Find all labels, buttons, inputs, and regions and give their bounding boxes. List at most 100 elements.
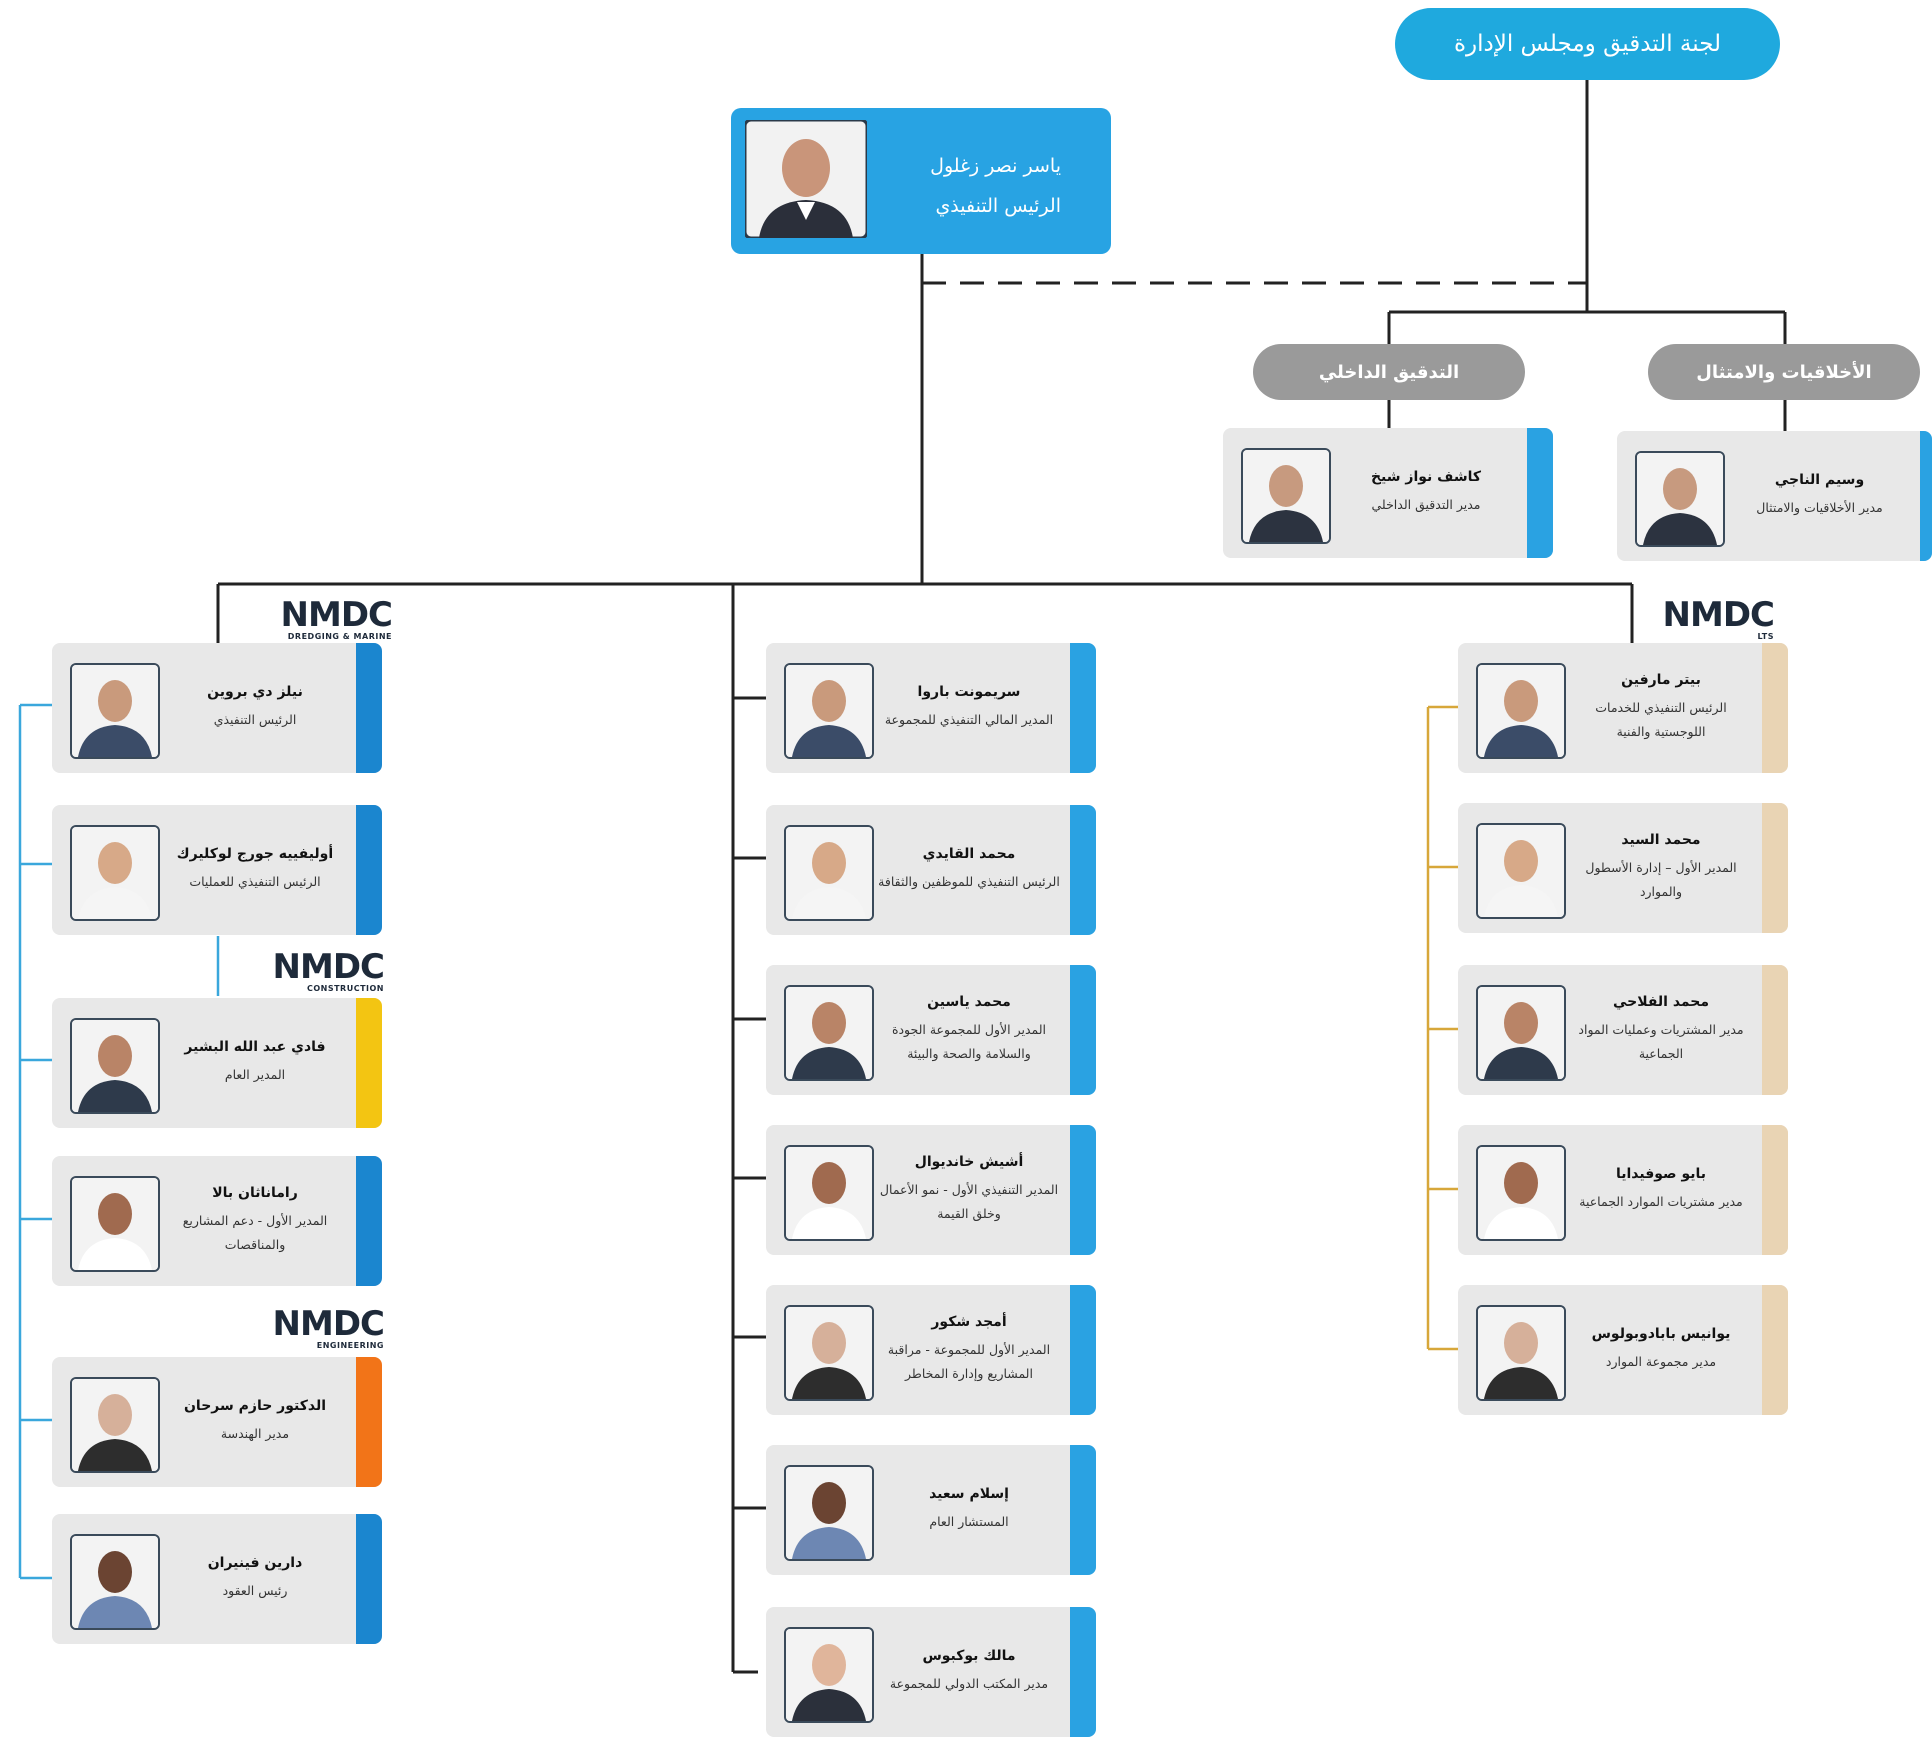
person-card: راماناثان بالا المدير الأول - دعم المشاري…	[52, 1156, 382, 1286]
person-card: أشيش خانديوال المدير التنفيذي الأول - نمو…	[766, 1125, 1096, 1255]
person-card: نيلز دي بروين الرئيس التنفيذي	[52, 643, 382, 773]
card-accent-bar	[1070, 805, 1096, 935]
ceo-photo-icon	[743, 118, 869, 240]
card-accent-bar	[356, 805, 382, 935]
person-photo-icon	[70, 1018, 160, 1114]
person-role: الرئيس التنفيذي	[213, 712, 297, 727]
person-photo-icon	[784, 825, 874, 921]
person-role: مدير المكتب الدولي للمجموعة	[889, 1676, 1049, 1691]
person-card: محمد الفلاحي مدير المشتريات وعمليات الموا…	[1458, 965, 1788, 1095]
internal-audit-label: التدقيق الداخلي	[1318, 361, 1460, 383]
card-accent-bar	[356, 998, 382, 1128]
person-name: الدكتور حازم سرحان	[183, 1398, 327, 1414]
person-card: بيتر مارفين الرئيس التنفيذي للخدمات اللوج…	[1458, 643, 1788, 773]
person-photo-icon	[1635, 451, 1725, 547]
person-card: أمجد شكور المدير الأول للمجموعة - مراقبة …	[766, 1285, 1096, 1415]
person-photo-icon	[70, 1377, 160, 1473]
person-name: نيلز دي بروين	[207, 684, 303, 700]
logo-mark: NMDC	[1662, 595, 1775, 635]
person-name: مالك بوكبوس	[922, 1648, 1016, 1664]
person-name: محمد الفلاحي	[1612, 994, 1710, 1010]
person-card: أوليفييه جورج لوكليرك الرئيس التنفيذي للع…	[52, 805, 382, 935]
person-photo-icon	[784, 985, 874, 1081]
person-role: المدير التنفيذي الأول - نمو الأعمال وخلق…	[879, 1182, 1059, 1221]
card-accent-bar	[356, 1357, 382, 1487]
logo-subtitle: CONSTRUCTION	[306, 984, 384, 993]
card-accent-bar	[1762, 1125, 1788, 1255]
person-role: المدير المالي التنفيذي للمجموعة	[884, 712, 1054, 727]
card-accent-bar	[1762, 965, 1788, 1095]
person-name: أمجد شكور	[931, 1314, 1007, 1330]
ethics-person-card: وسيم الناجي مدير الأخلاقيات والامتثال	[1617, 431, 1932, 561]
person-photo-icon	[1476, 1305, 1566, 1401]
person-role: المدير العام	[224, 1067, 286, 1082]
person-role: المدير الأول للمجموعة الجودة والسلامة وا…	[891, 1022, 1047, 1061]
person-name: أشيش خانديوال	[914, 1154, 1024, 1170]
person-photo-icon	[784, 1465, 874, 1561]
ceo-name: ياسر نصر زغلول	[930, 155, 1061, 177]
person-role: المستشار العام	[929, 1514, 1009, 1529]
person-photo-icon	[1476, 663, 1566, 759]
person-photo-icon	[70, 1176, 160, 1272]
card-accent-bar	[1762, 643, 1788, 773]
person-role: الرئيس التنفيذي للعمليات	[189, 874, 321, 889]
person-role: الرئيس التنفيذي للخدمات اللوجستية والفني…	[1595, 700, 1727, 739]
person-photo-icon	[1476, 1145, 1566, 1241]
logo-mark: NMDC	[280, 595, 393, 635]
ethics-compliance-node: الأخلاقيات والامتثال	[1648, 344, 1920, 400]
person-name: أوليفييه جورج لوكليرك	[176, 846, 334, 862]
person-photo-icon	[1476, 985, 1566, 1081]
person-photo-icon	[784, 1305, 874, 1401]
person-card: فادي عبد الله البشير المدير العام	[52, 998, 382, 1128]
person-photo-icon	[70, 1534, 160, 1630]
person-role: مدير المشتريات وعمليات المواد الجماعية	[1578, 1022, 1744, 1061]
person-name: محمد القايدي	[922, 846, 1016, 862]
nmdc-engineering-logo: NMDC ENGINEERING	[254, 1304, 385, 1353]
person-photo-icon	[784, 1627, 874, 1723]
nmdc-lts-logo: NMDC LTS	[1644, 595, 1775, 644]
card-accent-bar	[1070, 1445, 1096, 1575]
card-accent-bar	[1070, 1607, 1096, 1737]
person-name: وسيم الناجي	[1774, 472, 1865, 488]
person-role: مدير التدقيق الداخلي	[1371, 497, 1481, 512]
card-accent-bar	[1070, 1285, 1096, 1415]
person-photo-icon	[784, 663, 874, 759]
card-accent-bar	[356, 1156, 382, 1286]
logo-mark: NMDC	[272, 947, 385, 987]
card-accent-bar	[1070, 965, 1096, 1095]
person-photo-icon	[70, 825, 160, 921]
person-name: راماناثان بالا	[212, 1185, 298, 1201]
person-name: يوانيس بابادوبولوس	[1591, 1326, 1731, 1342]
person-name: بيتر مارفين	[1621, 672, 1701, 688]
card-accent-bar	[1920, 431, 1932, 561]
audit-person-card: كاشف نواز شيخ مدير التدقيق الداخلي	[1223, 428, 1553, 558]
card-accent-bar	[356, 643, 382, 773]
person-role: مدير مجموعة الموارد	[1605, 1354, 1717, 1369]
card-accent-bar	[356, 1514, 382, 1644]
card-accent-bar	[1527, 428, 1553, 558]
audit-committee-board-node: لجنة التدقيق ومجلس الإدارة	[1395, 8, 1780, 80]
ceo-role: الرئيس التنفيذي	[935, 195, 1061, 217]
nmdc-dredging-logo: NMDC DREDGING & MARINE	[262, 595, 393, 644]
person-photo-icon	[1476, 823, 1566, 919]
ceo-card: ياسر نصر زغلول الرئيس التنفيذي	[731, 108, 1111, 254]
person-photo-icon	[784, 1145, 874, 1241]
nmdc-construction-logo: NMDC CONSTRUCTION	[254, 947, 385, 996]
person-role: رئيس العقود	[222, 1583, 288, 1598]
logo-subtitle: DREDGING & MARINE	[287, 632, 392, 641]
person-name: كاشف نواز شيخ	[1370, 469, 1482, 485]
person-role: المدير الأول للمجموعة - مراقبة المشاريع …	[887, 1342, 1051, 1381]
person-card: مالك بوكبوس مدير المكتب الدولي للمجموعة	[766, 1607, 1096, 1737]
person-name: فادي عبد الله البشير	[184, 1039, 326, 1055]
card-accent-bar	[1070, 643, 1096, 773]
logo-mark: NMDC	[272, 1304, 385, 1344]
person-role: مدير مشتريات الموارد الجماعية	[1579, 1194, 1743, 1209]
person-role: مدير الأخلاقيات والامتثال	[1756, 500, 1883, 515]
person-role: المدير الأول - دعم المشاريع والمناقصات	[182, 1213, 328, 1252]
